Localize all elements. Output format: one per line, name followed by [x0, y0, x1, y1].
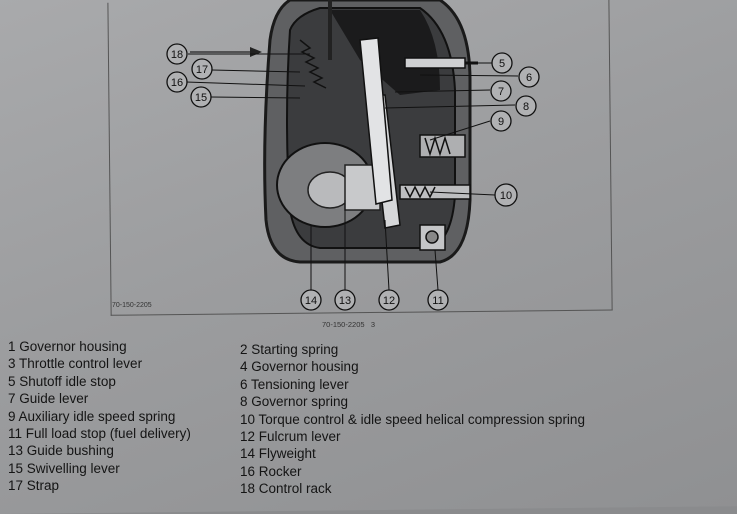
tensioning-lever — [359, 37, 393, 205]
svg-text:8: 8 — [523, 101, 529, 113]
legend-item: 12 Fulcrum lever — [240, 428, 341, 444]
figure-caption-number: 3 — [370, 320, 375, 329]
callout-8: 8 — [515, 95, 537, 117]
callout-12: 12 — [378, 289, 400, 311]
svg-text:10: 10 — [500, 190, 512, 202]
legend-item: 1 Governor housing — [8, 339, 127, 354]
callout-16: 16 — [166, 71, 188, 93]
leader-lines — [185, 53, 519, 291]
legend-item: 16 Rocker — [240, 463, 302, 479]
svg-text:12: 12 — [383, 295, 395, 307]
svg-text:7: 7 — [498, 86, 504, 98]
legend-item: 4 Governor housing — [240, 359, 359, 375]
callout-17: 17 — [191, 58, 213, 80]
governor-diagram: 18 17 16 15 5 6 7 8 9 10 14 13 12 11 — [166, 0, 540, 311]
figure-code: 70-150-2205 — [112, 302, 152, 309]
legend-item: 9 Auxiliary idle speed spring — [8, 408, 176, 424]
auxiliary-spring-housing — [419, 134, 466, 158]
figure-caption-code: 70-150-2205 — [322, 320, 365, 329]
callout-13: 13 — [334, 289, 356, 311]
legend-right-column: 2 Starting spring 4 Governor housing 6 T… — [240, 341, 585, 498]
svg-text:17: 17 — [196, 64, 208, 76]
callout-14: 14 — [300, 289, 322, 311]
svg-text:6: 6 — [526, 72, 532, 84]
legend-item: 13 Guide bushing — [8, 443, 114, 459]
legend-left-column: 1 Governor housing 3 Throttle control le… — [8, 338, 191, 495]
legend-item: 3 Throttle control lever — [8, 356, 143, 372]
svg-text:5: 5 — [499, 58, 505, 70]
legend-item: 6 Tensioning lever — [240, 376, 349, 392]
full-load-stop — [419, 224, 446, 251]
callout-6: 6 — [518, 66, 540, 88]
svg-text:15: 15 — [195, 92, 207, 104]
legend-item: 14 Flyweight — [240, 446, 316, 462]
svg-text:13: 13 — [339, 295, 351, 307]
legend-item: 17 Strap — [8, 478, 60, 494]
legend-item: 18 Control rack — [240, 481, 332, 497]
callout-18: 18 — [166, 43, 188, 65]
callout-5: 5 — [491, 52, 513, 74]
callout-11: 11 — [427, 289, 449, 311]
legend-item: 2 Starting spring — [240, 342, 339, 357]
legend-item: 15 Swivelling lever — [8, 460, 120, 476]
legend-item: 7 Guide lever — [8, 391, 89, 407]
figure-caption: 70-150-2205 3 — [322, 320, 375, 329]
callout-7: 7 — [490, 80, 512, 102]
legend-item: 5 Shutoff idle stop — [8, 373, 116, 389]
governor-spring — [299, 39, 327, 89]
legend-item: 10 Torque control & idle speed helical c… — [240, 411, 585, 427]
svg-text:14: 14 — [305, 295, 317, 307]
callout-15: 15 — [190, 86, 212, 108]
callout-9: 9 — [490, 110, 512, 132]
callout-10: 10 — [494, 183, 518, 207]
legend-item: 11 Full load stop (fuel delivery) — [8, 425, 191, 441]
svg-text:9: 9 — [498, 116, 504, 128]
legend-item: 8 Governor spring — [240, 394, 349, 410]
svg-text:11: 11 — [432, 295, 443, 307]
upper-cavity — [330, 10, 440, 95]
svg-text:18: 18 — [171, 49, 183, 61]
svg-text:16: 16 — [171, 77, 183, 89]
